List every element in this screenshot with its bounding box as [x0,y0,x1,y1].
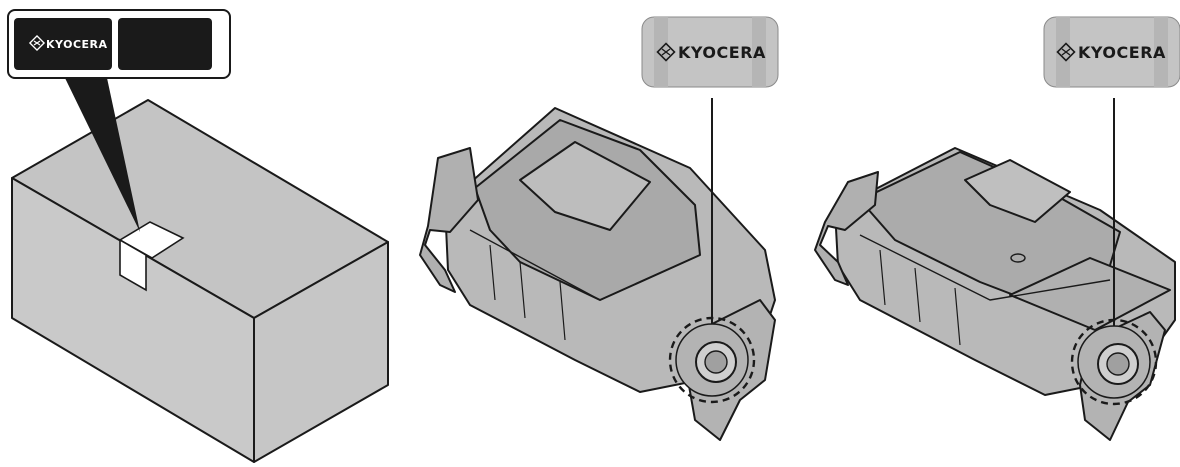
cartridge-a-handle [519,141,651,231]
cartridge-a-label: KYOCERA [641,16,779,88]
cartridge-a-endcap [419,147,479,293]
box-seal-sticker [118,221,185,292]
cartridge-b-brand-text: KYOCERA [1078,43,1166,62]
shipping-box [11,99,389,463]
cartridge-b-endcap [814,171,879,286]
dashed-circle-callout-icon [668,316,756,404]
callout-pointer [65,78,140,232]
box-label-brand-text: KYOCERA [46,38,108,51]
dashed-circle-callout-icon [1070,318,1158,406]
box-label: KYOCERA [7,9,231,79]
box-side-face [253,241,389,463]
kyocera-logo-icon [28,34,46,52]
cartridge-b-label: KYOCERA [1043,16,1180,88]
kyocera-logo-icon [656,42,676,62]
cartridge-a-brand-text: KYOCERA [678,43,766,62]
kyocera-logo-icon [1056,42,1076,62]
toner-cartridge-a [419,107,776,441]
cartridge-b-step [1009,257,1171,331]
cartridge-b-handle [964,159,1071,223]
